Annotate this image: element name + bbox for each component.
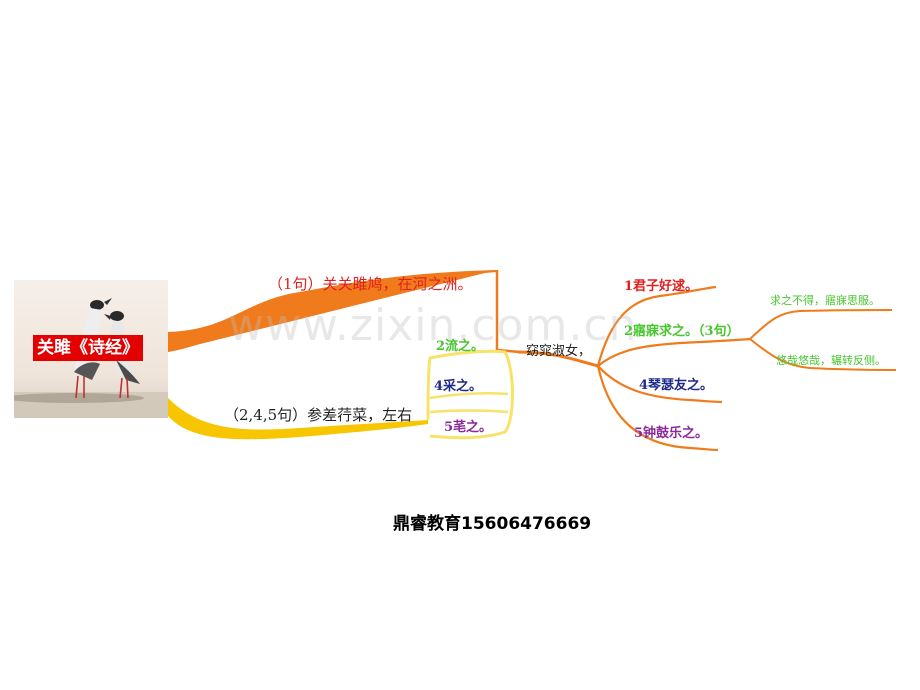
hub-to-right bbox=[517, 350, 599, 368]
third-branch-2 bbox=[749, 338, 897, 371]
right-node-1: 1君子好逑。 bbox=[624, 275, 698, 294]
right-node-4: 5钟鼓乐之。 bbox=[634, 422, 708, 441]
right-branch-4 bbox=[596, 365, 719, 452]
right-text-4: 钟鼓乐之。 bbox=[643, 426, 709, 441]
hub-node: 窈窕淑女， bbox=[526, 344, 592, 359]
right-node-3: 4琴瑟友之。 bbox=[639, 374, 713, 393]
third-node-1: 求之不得，寤寐思服。 bbox=[770, 294, 880, 307]
third-branch-1 bbox=[749, 309, 893, 340]
lower-sub-num-3: 5 bbox=[444, 420, 454, 435]
right-branch-1 bbox=[596, 285, 717, 367]
upper-branch-text: （1句）关关雎鸠，在河之洲。 bbox=[268, 275, 473, 293]
lower-branch-body bbox=[168, 398, 428, 440]
right-text-3: 琴瑟友之。 bbox=[648, 378, 714, 393]
right-node-2: 2寤寐求之。（3句） bbox=[624, 320, 740, 339]
lower-sub-node-3: 5芼之。 bbox=[444, 416, 492, 435]
right-text-2: 寤寐求之。（3句） bbox=[633, 324, 740, 339]
root-node-label: 关雎《诗经》 bbox=[33, 335, 143, 361]
upper-branch-line bbox=[168, 270, 497, 352]
third-node-2: 悠哉悠哉，辗转反侧。 bbox=[776, 354, 886, 367]
lower-sub-num-1: 2 bbox=[436, 339, 446, 354]
footer-text: 鼎睿教育15606476669 bbox=[393, 514, 592, 534]
lower-sub-divider-1 bbox=[429, 391, 509, 400]
lower-sub-num-2: 4 bbox=[434, 379, 444, 394]
right-num-3: 4 bbox=[639, 378, 649, 393]
right-num-1: 1 bbox=[624, 279, 634, 294]
lower-sub-divider-2 bbox=[429, 409, 509, 414]
lower-sub-node-2: 4采之。 bbox=[434, 375, 482, 394]
right-text-1: 君子好逑。 bbox=[633, 279, 699, 294]
right-branch-2 bbox=[597, 337, 751, 367]
right-num-2: 2 bbox=[624, 324, 634, 339]
lower-sub-text-1: 流之。 bbox=[445, 339, 485, 354]
right-num-4: 5 bbox=[634, 426, 644, 441]
lower-sub-text-2: 采之。 bbox=[443, 379, 483, 394]
lower-sub-text-3: 芼之。 bbox=[453, 420, 493, 435]
right-branch-3 bbox=[597, 365, 723, 404]
lower-sub-bracket bbox=[426, 349, 514, 440]
lower-branch-text: （2,4,5句）参差荇菜，左右 bbox=[224, 406, 413, 424]
watermark: www.zixin.com.cn bbox=[228, 300, 638, 351]
lower-sub-node-1: 2流之。 bbox=[436, 335, 484, 354]
